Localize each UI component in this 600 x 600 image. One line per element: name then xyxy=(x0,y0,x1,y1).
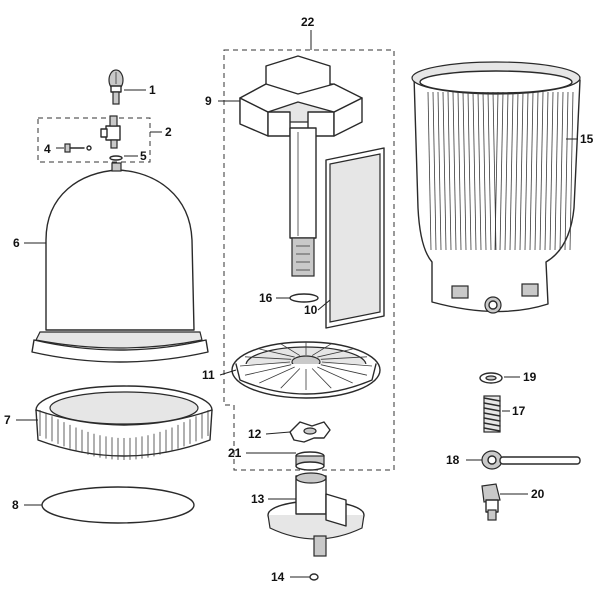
filter-lid-dome xyxy=(31,162,209,363)
callout-5: 5 xyxy=(140,149,147,163)
internals-group-box xyxy=(223,30,395,471)
detail-stroke xyxy=(569,91,574,251)
upper-manifold xyxy=(239,55,363,137)
callout-12: 12 xyxy=(248,427,262,441)
detail-stroke xyxy=(483,422,501,427)
spring xyxy=(483,395,501,433)
drain-o-ring xyxy=(309,573,319,581)
detail-stroke xyxy=(554,91,559,251)
detail-stroke xyxy=(311,368,332,389)
grid-cloth-panel xyxy=(325,147,385,329)
detail-stroke xyxy=(483,412,501,417)
detail-stroke xyxy=(317,348,353,358)
detail-stroke xyxy=(467,91,472,251)
detail-stroke xyxy=(524,91,529,251)
valve-o-ring xyxy=(109,155,123,161)
callout-labels: 1 2 4 5 6 7 8 9 10 11 12 13 14 15 16 17 … xyxy=(4,15,594,584)
detail-stroke xyxy=(259,366,295,384)
detail-stroke xyxy=(504,91,509,251)
pressure-gauge xyxy=(108,69,124,105)
detail-stroke xyxy=(483,427,501,432)
detail-stroke xyxy=(482,91,487,251)
detail-stroke xyxy=(514,91,519,251)
drain-rod xyxy=(481,450,581,470)
detail-stroke xyxy=(280,343,301,356)
callout-2: 2 xyxy=(165,125,172,139)
detail-stroke xyxy=(280,368,301,389)
detail-stroke xyxy=(244,364,292,376)
detail-stroke xyxy=(519,91,524,251)
callout-20: 20 xyxy=(531,487,545,501)
valve-group-box xyxy=(37,117,151,163)
standpipe-o-ring xyxy=(289,293,319,303)
detail-stroke xyxy=(539,91,544,251)
callout-7: 7 xyxy=(4,413,11,427)
detail-stroke xyxy=(427,91,432,251)
detail-stroke xyxy=(487,91,492,251)
callout-21: 21 xyxy=(228,446,242,460)
detail-stroke xyxy=(534,91,539,251)
detail-stroke xyxy=(452,91,457,251)
detail-stroke xyxy=(483,407,501,412)
detail-stroke xyxy=(483,397,501,402)
callout-6: 6 xyxy=(13,236,20,250)
callout-22: 22 xyxy=(301,15,315,29)
clamp-ring xyxy=(35,385,213,460)
callout-11: 11 xyxy=(202,368,215,382)
detail-stroke xyxy=(320,364,368,376)
detail-stroke xyxy=(477,91,482,251)
detail-stroke xyxy=(564,91,569,251)
detail-stroke xyxy=(494,91,499,251)
washer xyxy=(479,372,503,384)
air-relief-valve xyxy=(100,115,121,149)
detail-stroke xyxy=(447,91,452,251)
detail-stroke xyxy=(472,91,477,251)
lateral-assembly xyxy=(231,341,381,399)
tank-o-ring xyxy=(41,486,195,524)
callout-13: 13 xyxy=(251,492,265,506)
filter-tank xyxy=(411,61,581,314)
callout-16: 16 xyxy=(259,291,273,305)
detail-stroke xyxy=(245,356,292,360)
detail-stroke xyxy=(311,343,332,356)
callout-17: 17 xyxy=(512,404,526,418)
detail-stroke xyxy=(317,366,353,384)
detail-stroke xyxy=(320,356,367,360)
detail-stroke xyxy=(559,91,564,251)
detail-stroke xyxy=(509,91,514,251)
detail-stroke xyxy=(544,91,549,251)
detail-stroke xyxy=(457,91,462,251)
detail-stroke xyxy=(259,348,295,358)
detail-stroke xyxy=(483,402,501,407)
callout-4: 4 xyxy=(44,142,51,156)
detail-stroke xyxy=(239,361,291,367)
leader-lines xyxy=(16,89,578,578)
callout-15: 15 xyxy=(580,132,594,146)
detail-stroke xyxy=(437,91,442,251)
detail-stroke xyxy=(483,417,501,422)
callout-10: 10 xyxy=(304,303,318,317)
callout-8: 8 xyxy=(12,498,19,512)
detail-stroke xyxy=(529,91,534,251)
callout-9: 9 xyxy=(205,94,212,108)
thumb-screw xyxy=(481,483,501,521)
callout-19: 19 xyxy=(523,370,537,384)
callout-1: 1 xyxy=(149,83,156,97)
outlet-base xyxy=(267,472,365,557)
detail-stroke xyxy=(442,91,447,251)
spider-nut xyxy=(289,421,331,443)
coupler-collar xyxy=(295,451,325,471)
bleed-screw xyxy=(64,143,92,153)
detail-stroke xyxy=(432,91,437,251)
detail-stroke xyxy=(499,91,504,251)
detail-stroke xyxy=(549,91,554,251)
detail-stroke xyxy=(321,361,373,367)
callout-14: 14 xyxy=(271,570,285,584)
callout-18: 18 xyxy=(446,453,460,467)
detail-stroke xyxy=(462,91,467,251)
center-standpipe xyxy=(289,127,317,277)
